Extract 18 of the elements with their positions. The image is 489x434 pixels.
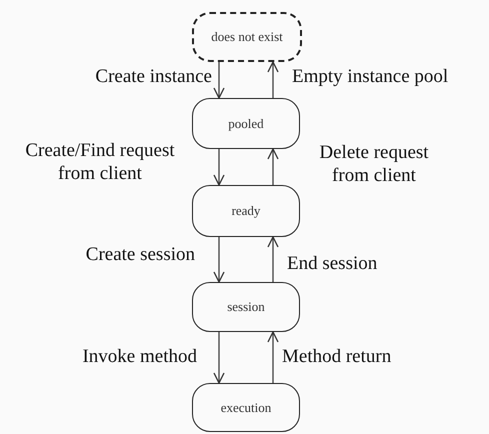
arrow [267,236,279,282]
state-name: session [227,299,265,315]
arrow [267,148,279,185]
arrow [213,332,225,384]
state-box [192,383,300,432]
state-box [192,282,300,332]
state-name: execution [220,400,272,416]
state-name: ready [232,203,260,219]
state-box [192,98,300,149]
state-box [192,185,300,237]
arrow [213,149,225,186]
state-name: pooled [228,116,264,132]
state-name: does not exist [211,29,283,45]
arrow [213,237,225,283]
arrow [267,61,279,98]
arrow [267,331,279,383]
arrow [213,62,225,99]
dashed-state-box [192,12,302,62]
